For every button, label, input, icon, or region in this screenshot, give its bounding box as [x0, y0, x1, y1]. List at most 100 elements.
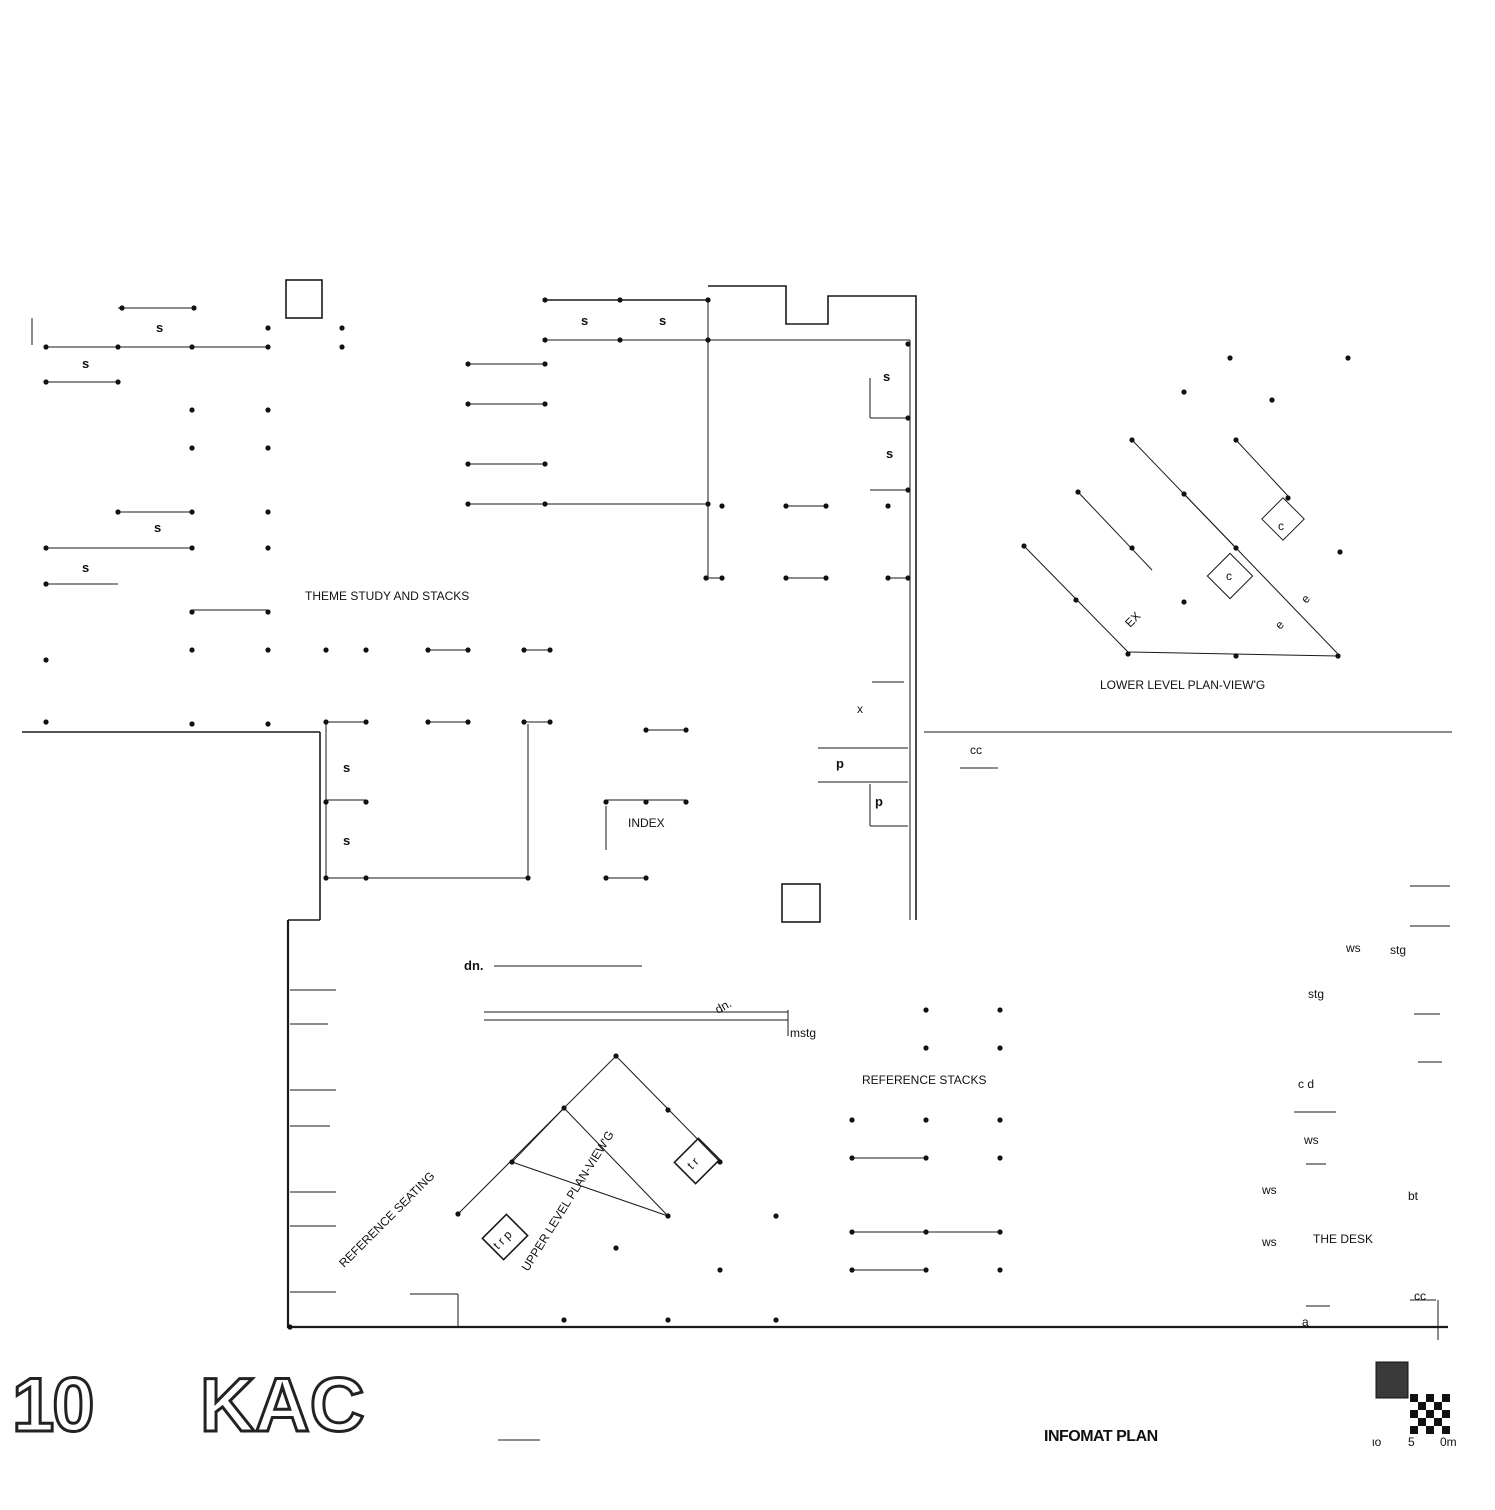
column-dot	[189, 344, 195, 350]
column-dot	[849, 1117, 855, 1123]
column-dot	[783, 503, 789, 509]
column-dot	[665, 1213, 671, 1219]
mark-ws: ws	[1261, 1235, 1277, 1249]
upper-level-label: UPPER LEVEL PLAN-VIEW'G	[519, 1128, 617, 1273]
column-dot	[542, 461, 548, 467]
mark-p: p	[836, 756, 844, 771]
column-dot	[189, 609, 195, 615]
column-dot	[705, 501, 711, 507]
mark-ws: ws	[1261, 1183, 1277, 1197]
column-dot	[1129, 437, 1135, 443]
mark-stg: stg	[1390, 943, 1406, 957]
column-dot	[465, 401, 471, 407]
column-dot	[703, 575, 709, 581]
column-dot	[885, 503, 891, 509]
column-dot	[265, 545, 271, 551]
column-dot	[465, 501, 471, 507]
stack-label: s	[156, 320, 163, 335]
mark-e: e	[1272, 617, 1287, 632]
stack-label: s	[883, 369, 890, 384]
scale-checker-cell	[1434, 1418, 1442, 1426]
column-dot	[323, 647, 329, 653]
reference-seating-label: REFERENCE SEATING	[336, 1169, 437, 1270]
column-dot	[643, 875, 649, 881]
column-dot	[1233, 437, 1239, 443]
column-dot	[717, 1159, 723, 1165]
column-dot	[997, 1267, 1003, 1273]
scale-checker-cell	[1426, 1394, 1434, 1402]
mark-trp: t r p	[490, 1227, 515, 1252]
column-dot	[1129, 545, 1135, 551]
column-dot	[643, 727, 649, 733]
mark-cc: cc	[970, 743, 982, 757]
column-dot	[509, 1159, 515, 1165]
scale-checker-cell	[1442, 1426, 1450, 1434]
column-dot	[115, 379, 121, 385]
column-dot	[265, 325, 271, 331]
column-dot	[363, 719, 369, 725]
column-dot	[683, 799, 689, 805]
column-dot	[265, 445, 271, 451]
column-dot	[465, 461, 471, 467]
column-dot	[717, 1267, 723, 1273]
stack-label: s	[659, 313, 666, 328]
column-dot	[905, 415, 911, 421]
column-dot	[465, 719, 471, 725]
column-dot	[773, 1213, 779, 1219]
column-dot	[542, 297, 548, 303]
mark-cd: c d	[1298, 1077, 1314, 1091]
stack-label: s	[343, 833, 350, 848]
column-dot	[265, 647, 271, 653]
column-dot	[561, 1317, 567, 1323]
column-dot	[1181, 599, 1187, 605]
column-dot	[1021, 543, 1027, 549]
column-dot	[189, 647, 195, 653]
column-dot	[923, 1117, 929, 1123]
scale-label: ιo	[1372, 1435, 1382, 1449]
stack-label: s	[581, 313, 588, 328]
stack-label: s	[82, 560, 89, 575]
column-dot	[425, 647, 431, 653]
mark-exit: EX	[1122, 609, 1143, 630]
column-dot	[547, 719, 553, 725]
column-dot	[455, 1211, 461, 1217]
column-dot	[643, 799, 649, 805]
column-dot	[705, 297, 711, 303]
reference-stacks-label: REFERENCE STACKS	[862, 1073, 986, 1087]
column-dot	[265, 509, 271, 515]
column-dot	[603, 875, 609, 881]
mark-dn: dn.	[464, 958, 484, 973]
column-dot	[189, 407, 195, 413]
column-dot	[189, 509, 195, 515]
column-dot	[923, 1229, 929, 1235]
column-dot	[773, 1317, 779, 1323]
scale-label: 5	[1408, 1435, 1415, 1449]
column-dot	[339, 344, 345, 350]
scale-bar: ιo 5 0m	[1372, 1361, 1457, 1449]
column-dot	[43, 545, 49, 551]
stack-labels: s s s s s s s s s s	[82, 313, 893, 848]
column-dot	[997, 1117, 1003, 1123]
column-dot	[923, 1045, 929, 1051]
column-dot	[547, 647, 553, 653]
column-dot	[119, 305, 125, 311]
column-dot	[905, 341, 911, 347]
mark-c: c	[1278, 519, 1284, 533]
scale-checker-cell	[1442, 1410, 1450, 1418]
column-dot	[997, 1155, 1003, 1161]
column-dot	[542, 337, 548, 343]
column-dot	[465, 361, 471, 367]
mark-ws: ws	[1303, 1133, 1319, 1147]
column-dot	[783, 575, 789, 581]
column-dot	[617, 297, 623, 303]
column-dot	[323, 799, 329, 805]
lower-level-grid	[1023, 439, 1339, 657]
stack-label: s	[343, 760, 350, 775]
column-dot	[997, 1045, 1003, 1051]
the-desk-label: THE DESK	[1313, 1232, 1373, 1246]
column-dot	[265, 721, 271, 727]
scale-checker-cell	[1410, 1426, 1418, 1434]
column-dot	[683, 727, 689, 733]
sheet-code: KAC	[199, 1363, 367, 1448]
scale-checker-cell	[1426, 1410, 1434, 1418]
